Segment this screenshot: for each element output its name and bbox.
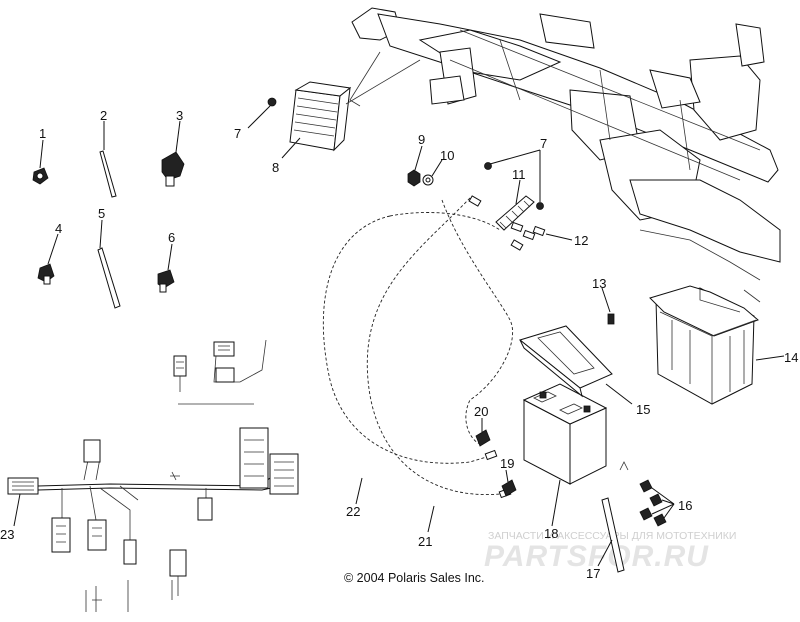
callout-8: 8	[272, 160, 279, 175]
part-10-washer	[422, 159, 443, 186]
part-9-nut	[407, 145, 423, 187]
callout-7-right: 7	[540, 136, 547, 151]
part-14-battery-box	[649, 285, 785, 405]
callout-7-left: 7	[234, 126, 241, 141]
callout-5: 5	[98, 206, 105, 221]
callout-17: 17	[586, 566, 600, 581]
callout-23: 23	[0, 527, 14, 542]
cable-21	[366, 197, 514, 533]
part-6-connector	[157, 243, 175, 293]
part-7-screws-right	[484, 149, 544, 210]
part-4-clamp	[37, 233, 59, 285]
part-19-terminal	[501, 469, 517, 497]
copyright-notice: © 2004 Polaris Sales Inc.	[344, 571, 485, 585]
cable-22	[322, 212, 501, 505]
callout-1: 1	[39, 126, 46, 141]
part-3-switch	[161, 120, 185, 187]
part-23-wiring-harness	[7, 427, 299, 612]
callout-22: 22	[346, 504, 360, 519]
callout-3: 3	[176, 108, 183, 123]
callout-10: 10	[440, 148, 454, 163]
part-18-battery	[522, 383, 608, 527]
callout-16: 16	[678, 498, 692, 513]
watermark-brand: PARTSFOR.RU	[484, 540, 709, 573]
part-15-hold-down-bracket	[518, 325, 633, 405]
connector-group	[173, 339, 267, 405]
part-11-terminal-strip	[495, 179, 535, 231]
callout-12: 12	[574, 233, 588, 248]
callout-21: 21	[418, 534, 432, 549]
callout-20: 20	[474, 404, 488, 419]
callout-19: 19	[500, 456, 514, 471]
part-5-rod	[97, 219, 121, 309]
callout-11: 11	[512, 167, 526, 182]
part-13-screw	[601, 287, 615, 325]
part-1-fastener	[32, 139, 49, 185]
part-16-clips	[639, 479, 675, 527]
part-2-bolt	[99, 121, 117, 198]
part-20-terminal	[475, 418, 491, 447]
part-17-strap	[597, 461, 629, 573]
callout-18: 18	[544, 526, 558, 541]
callout-6: 6	[168, 230, 175, 245]
part-8-filter-block	[281, 59, 421, 159]
watermark: ЗАПЧАСТИ И АКСЕССУАРЫ ДЛЯ МОТОТЕХНИКИ PA…	[484, 530, 736, 573]
callout-13: 13	[592, 276, 606, 291]
callout-2: 2	[100, 108, 107, 123]
callout-9: 9	[418, 132, 425, 147]
callout-labels: 1 2 3 4 5 6 7 8 9 10 7 11 12 13 14 15 16…	[0, 108, 798, 581]
part-12-bushings	[510, 221, 573, 241]
callout-4: 4	[55, 221, 62, 236]
part-7-screw-left	[247, 97, 277, 129]
vehicle-frame	[349, 7, 781, 303]
callout-14: 14	[784, 350, 798, 365]
callout-15: 15	[636, 402, 650, 417]
cable-lugs	[468, 195, 524, 499]
